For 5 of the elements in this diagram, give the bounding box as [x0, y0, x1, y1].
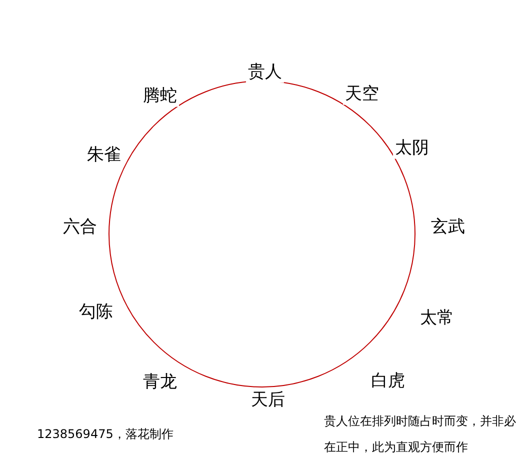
position-label: 天空: [343, 82, 381, 106]
position-label: 腾蛇: [141, 84, 179, 108]
author-credit: 1238569475，落花制作: [37, 426, 174, 443]
note-text: 贵人位在排列时随占时而变，并非必在正中，此为直观方便而作: [324, 413, 517, 456]
position-label: 贵人: [246, 60, 284, 84]
